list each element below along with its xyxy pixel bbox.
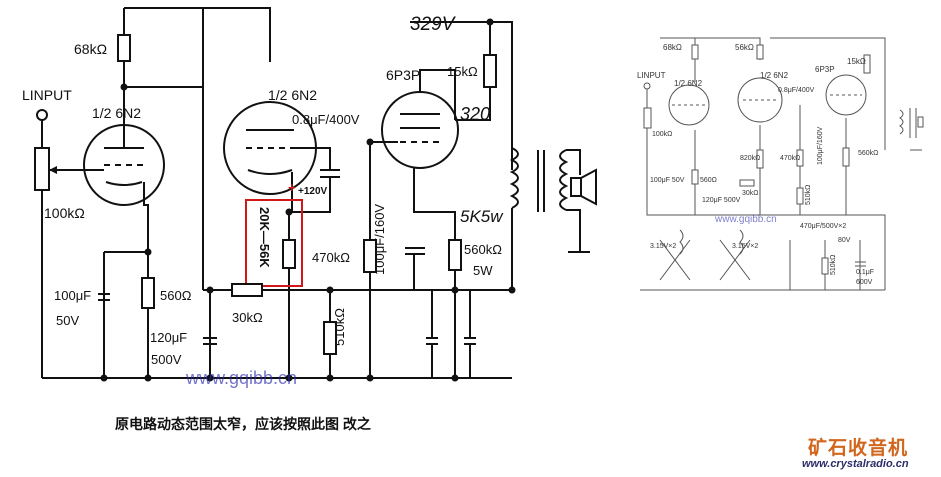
- caption: 原电路动态范围太窄，应该按照此图 改之: [115, 416, 371, 432]
- label-tube2: 1/2 6N2: [268, 87, 317, 103]
- svg-text:100μF/160V: 100μF/160V: [817, 126, 824, 165]
- svg-text:80V: 80V: [838, 237, 851, 244]
- label-r560: 560Ω: [160, 288, 192, 303]
- svg-text:15kΩ: 15kΩ: [847, 57, 866, 66]
- svg-text:100kΩ: 100kΩ: [652, 131, 672, 138]
- svg-text:68kΩ: 68kΩ: [663, 43, 682, 52]
- svg-text:56kΩ: 56kΩ: [735, 43, 754, 52]
- svg-text:510kΩ: 510kΩ: [805, 185, 812, 205]
- svg-text:470μF/500V×2: 470μF/500V×2: [800, 223, 846, 230]
- label-5k5w: 5K5w: [460, 207, 504, 226]
- svg-text:100μF 50V: 100μF 50V: [650, 177, 685, 184]
- transformer-secondary: [559, 149, 569, 211]
- resistor-560: [448, 239, 462, 271]
- thumb-tube2: [737, 77, 783, 123]
- tube-1-6n2: [83, 124, 165, 206]
- svg-text:3.15V×2: 3.15V×2: [650, 243, 676, 250]
- label-c100-160: 100μF/160V: [372, 204, 387, 275]
- label-320: 320: [460, 104, 490, 124]
- label-linput: LINPUT: [22, 87, 72, 103]
- label-tube1: 1/2 6N2: [92, 105, 141, 121]
- svg-text:30kΩ: 30kΩ: [742, 190, 759, 197]
- tube-3-6p3p: [381, 91, 459, 169]
- label-plus120: +120V: [298, 186, 328, 197]
- thumb-tube3: [825, 74, 867, 116]
- cap-100uf-50v: [98, 293, 110, 301]
- wire-top-left: [124, 7, 271, 62]
- label-5w: 5W: [473, 263, 493, 278]
- svg-text:510kΩ: 510kΩ: [830, 255, 837, 275]
- label-r100k: 100kΩ: [44, 205, 85, 221]
- svg-text:www.gqibb.cn: www.gqibb.cn: [714, 214, 777, 225]
- label-tube3: 6P3P: [386, 67, 420, 83]
- resistor-15k: [483, 54, 497, 88]
- label-range: 20K—56K: [257, 207, 272, 268]
- volume-pot: [34, 147, 50, 191]
- site-logo: 矿石收音机: [808, 438, 909, 459]
- svg-text:600V: 600V: [856, 279, 873, 286]
- svg-text:560Ω: 560Ω: [700, 177, 717, 184]
- svg-text:0.1μF: 0.1μF: [856, 269, 874, 276]
- main-schematic: +: [22, 7, 597, 388]
- watermark: www.gqibb.cn: [185, 368, 297, 388]
- svg-text:1/2 6N2: 1/2 6N2: [760, 71, 789, 80]
- speaker: [570, 177, 582, 197]
- svg-text:LINPUT: LINPUT: [637, 71, 666, 80]
- cap-100uf-160v: [405, 247, 425, 255]
- resistor-560: [141, 277, 155, 309]
- label-r15k: 15kΩ: [447, 64, 478, 79]
- label-c100-50: 100μF: [54, 288, 91, 303]
- transformer-primary: [509, 147, 519, 209]
- label-329v: 329V: [410, 14, 457, 35]
- resistor-20k-56k: [282, 239, 296, 269]
- input-jack: [36, 109, 48, 121]
- svg-text:560kΩ: 560kΩ: [858, 150, 878, 157]
- cap-120uf: [203, 337, 217, 345]
- thumb-tube1: [668, 84, 710, 126]
- label-r510k: 510kΩ: [332, 308, 347, 346]
- reference-schematic: 68kΩ 56kΩ 15kΩ LINPUT 1/2 6N2 1/2 6N2 6P…: [637, 37, 924, 291]
- svg-text:820kΩ: 820kΩ: [740, 155, 760, 162]
- svg-text:6P3P: 6P3P: [815, 65, 835, 74]
- label-r560k: 560kΩ: [464, 242, 502, 257]
- ground-symbol: [568, 230, 590, 253]
- resistor-68k: [117, 34, 131, 62]
- resistor-30k: [231, 283, 263, 297]
- site-url: www.crystalradio.cn: [802, 458, 909, 470]
- label-c120: 120μF: [150, 330, 187, 345]
- svg-text:470kΩ: 470kΩ: [780, 155, 800, 162]
- svg-text:0.8μF/400V: 0.8μF/400V: [778, 87, 815, 94]
- label-v500: 500V: [151, 352, 182, 367]
- svg-text:3.15V×2: 3.15V×2: [732, 243, 758, 250]
- svg-text:+: +: [288, 180, 296, 195]
- label-r68k: 68kΩ: [74, 41, 107, 57]
- label-cap08: 0.8μF/400V: [292, 112, 360, 127]
- label-r30k: 30kΩ: [232, 310, 263, 325]
- svg-text:120μF 500V: 120μF 500V: [702, 197, 741, 204]
- cap-0.8uf: [320, 169, 340, 178]
- label-r470k: 470kΩ: [312, 250, 350, 265]
- svg-text:1/2 6N2: 1/2 6N2: [674, 79, 703, 88]
- highlight-box: [245, 199, 303, 287]
- label-v50: 50V: [56, 313, 79, 328]
